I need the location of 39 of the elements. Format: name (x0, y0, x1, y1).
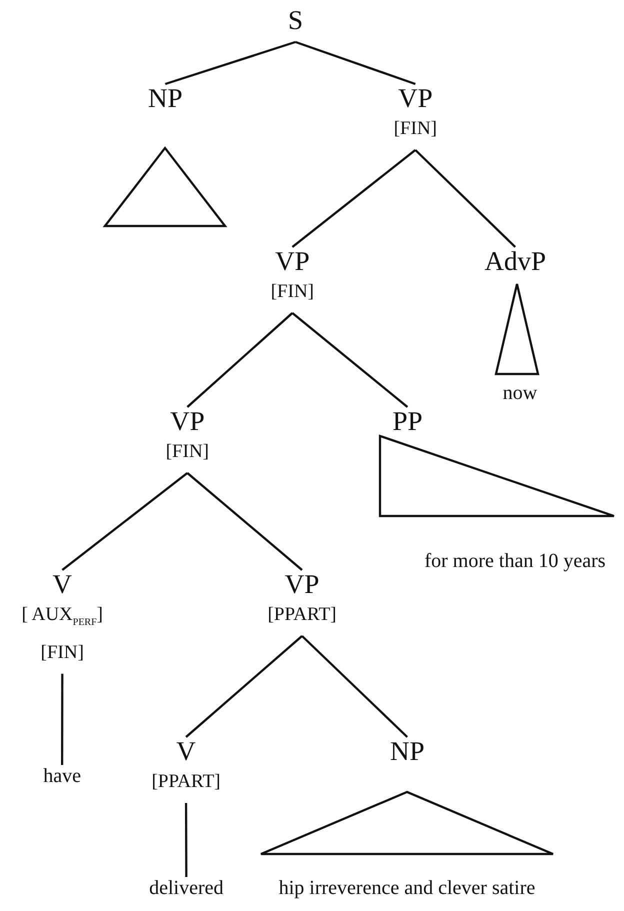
category-label: V (52, 568, 72, 600)
category-label: VP (284, 568, 320, 600)
leaf-word: have (43, 764, 81, 789)
branch-line (62, 472, 188, 571)
feature-label: [PPART] (268, 603, 336, 627)
branch-line (184, 803, 188, 877)
branch-line (292, 312, 408, 408)
branch-line (186, 472, 303, 571)
branch-line (292, 149, 416, 248)
triangle-shape (103, 146, 227, 228)
leaf-word: for more than 10 years (424, 549, 606, 574)
feature-label: [FIN] (166, 440, 209, 464)
feature-label: [PPART] (152, 770, 220, 794)
branch-line (164, 40, 296, 86)
category-label: AdvP (484, 245, 546, 277)
category-label: PP (392, 405, 422, 437)
leaf-word: delivered (149, 876, 224, 901)
feature-label: [FIN] (40, 640, 84, 665)
category-label: V (176, 735, 196, 767)
triangle-shape (259, 790, 555, 856)
leaf-word: now (502, 381, 538, 406)
category-label: NP (148, 82, 182, 114)
category-label: NP (390, 735, 424, 767)
feature-label: [FIN] (270, 280, 314, 304)
branch-line (185, 635, 303, 738)
triangle-shape (494, 282, 540, 376)
feature-label: [FIN] (394, 117, 437, 141)
category-label: VP (398, 82, 433, 114)
branch-line (61, 674, 64, 765)
category-label: S (288, 4, 303, 36)
category-label: VP (170, 405, 205, 437)
branch-line (186, 312, 294, 408)
triangle-shape (378, 434, 616, 518)
branch-line (295, 40, 416, 86)
branch-line (414, 149, 516, 248)
category-label: VP (275, 245, 310, 277)
branch-line (301, 635, 408, 738)
feature-label: [ AUX$_{PERF}$] (22, 603, 103, 630)
leaf-word: hip irreverence and clever satire (278, 876, 536, 901)
